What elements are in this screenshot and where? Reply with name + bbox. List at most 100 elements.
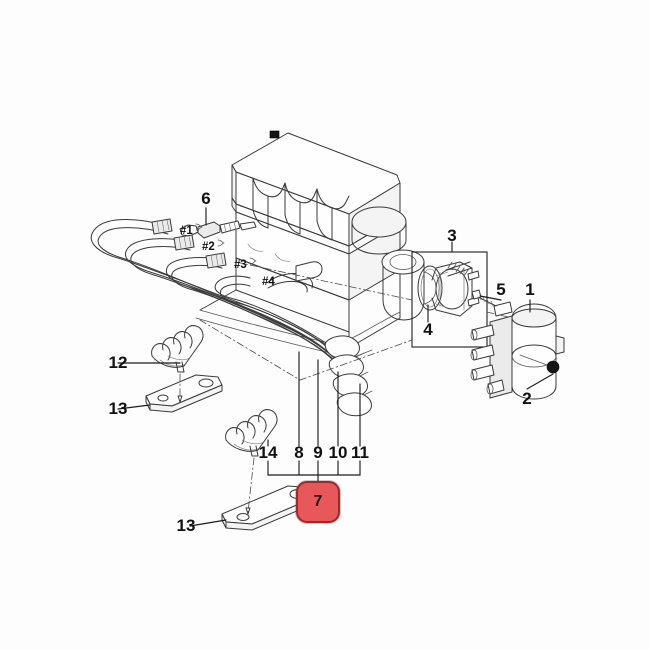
clip-u-detail: [159, 355, 191, 367]
highlighted-part-number: 7: [313, 493, 323, 510]
callout-13b-leader: [189, 519, 227, 527]
callout-number-1: 1: [525, 280, 535, 299]
clip-l-claw-1: [225, 427, 245, 445]
bracket-u-hole-2: [157, 394, 169, 402]
bolt-2-head: [546, 360, 560, 374]
assembly-arrow-u: [177, 395, 183, 403]
callout-13a-leader: [117, 404, 151, 410]
bolt-2-link: [519, 354, 548, 366]
bracket-u-hole: [198, 378, 214, 388]
boot-stems: [351, 333, 373, 396]
detail-cross-lines: [435, 271, 449, 309]
spark-plug-insulator: [197, 221, 221, 239]
coil-terminal-towers: [470, 324, 505, 395]
group-bracket-left: [267, 460, 319, 476]
clip-l-body: [225, 425, 276, 452]
callout-2-leader: [526, 373, 554, 390]
head-seam: [235, 257, 350, 301]
boot-lead-up: [359, 311, 401, 335]
spark-plug-wires-group: [90, 218, 401, 417]
clip-u-body: [151, 341, 202, 368]
wire-connector-ferrules: [151, 218, 257, 269]
assembly-line-clip-l: [247, 457, 255, 513]
scallop-bot-1: [252, 209, 269, 229]
callout-number-10: 10: [328, 443, 348, 462]
callout-number-9: 9: [313, 443, 323, 462]
coil-tower-4-end: [486, 383, 494, 395]
cam-sensor-housing: [382, 261, 425, 321]
block-skirt-seam: [235, 289, 350, 333]
scallop-bot-3: [316, 220, 333, 241]
callout-number-13-upper: 13: [108, 399, 128, 418]
wire-3-path-a: [166, 257, 349, 375]
oil-filler-cap-top: [351, 206, 407, 238]
callout-number-8: 8: [294, 443, 304, 462]
clip-l-stem: [249, 445, 259, 457]
block-skirt-right: [348, 269, 401, 349]
spark-plug-tip: [239, 221, 257, 231]
detail-box-group: [411, 241, 488, 348]
callout-number-12: 12: [108, 353, 128, 372]
coil-tower-1-end: [470, 329, 478, 341]
highlighted-part-7-badge[interactable]: 7: [296, 481, 340, 523]
callout-number-11: 11: [351, 443, 369, 462]
detail-bracket-ribs: [439, 267, 465, 311]
scallop-bot-2: [284, 214, 301, 235]
wire-4-jumper-b: [267, 280, 308, 293]
coil-tower-4: [487, 379, 505, 395]
clip-u-claw-3: [173, 331, 193, 349]
cover-marker-square: [269, 130, 280, 139]
bracket-u-edge-f: [149, 384, 223, 413]
detail-bracket-bore: [435, 268, 469, 310]
detail-spring-body-b: [447, 267, 473, 277]
coil-tower-3-end: [470, 369, 478, 381]
ferrule-1-ribs: [156, 219, 170, 233]
group-bracket-right: [317, 460, 361, 476]
screw-5-head: [471, 289, 482, 300]
plug-port-1: [247, 243, 264, 252]
projection-line-a: [235, 261, 413, 301]
clip-l-claw-3: [247, 415, 267, 433]
plug-port-2: [274, 253, 291, 262]
callout-5-leader: [479, 295, 502, 301]
callout-number-13-lower: 13: [176, 516, 196, 535]
clip-l-detail: [233, 439, 265, 451]
ignition-coil-group: [470, 289, 565, 400]
bracket-3: [249, 257, 257, 265]
detail-bracket-outline: [431, 261, 473, 317]
ferrule-2-ribs: [178, 235, 192, 249]
wire-label-1: #1: [180, 225, 193, 237]
spark-plug-threads: [223, 221, 237, 233]
wire-3-path-b: [171, 264, 351, 381]
clip-l-claw-2: [236, 421, 256, 439]
ferrule-2: [173, 234, 195, 251]
boot-4: [336, 392, 372, 417]
spark-plug-group: [179, 207, 257, 239]
assembly-arrow-l: [245, 507, 251, 515]
boot-3: [332, 373, 368, 398]
boot-1: [324, 335, 360, 360]
coil-upper-top: [511, 308, 557, 328]
callout-number-4: 4: [423, 320, 433, 339]
wire-label-2: #2: [202, 241, 215, 253]
coil-side-tab: [555, 335, 565, 355]
callout-number-14: 14: [258, 443, 278, 462]
projection-line-c: [199, 319, 413, 381]
coil-mount-foot: [493, 301, 513, 317]
bracket-1: [195, 223, 203, 231]
callout-number-3: 3: [447, 226, 457, 245]
gasket-ring-inner: [420, 268, 440, 308]
callout-leaders-group: [117, 295, 554, 527]
wire-1-path-b: [97, 227, 333, 357]
detail-spring-body-a: [445, 261, 471, 271]
coil-lower-body: [511, 344, 557, 400]
clip-u-claw-2: [162, 337, 182, 355]
separator-clip-lower-group: [225, 409, 278, 457]
callout-number-2: 2: [522, 389, 532, 408]
engine-block-group: [195, 130, 437, 359]
clip-l-claw-4: [258, 409, 278, 427]
ferrule-1: [151, 218, 173, 235]
callout-number-6: 6: [201, 189, 211, 208]
